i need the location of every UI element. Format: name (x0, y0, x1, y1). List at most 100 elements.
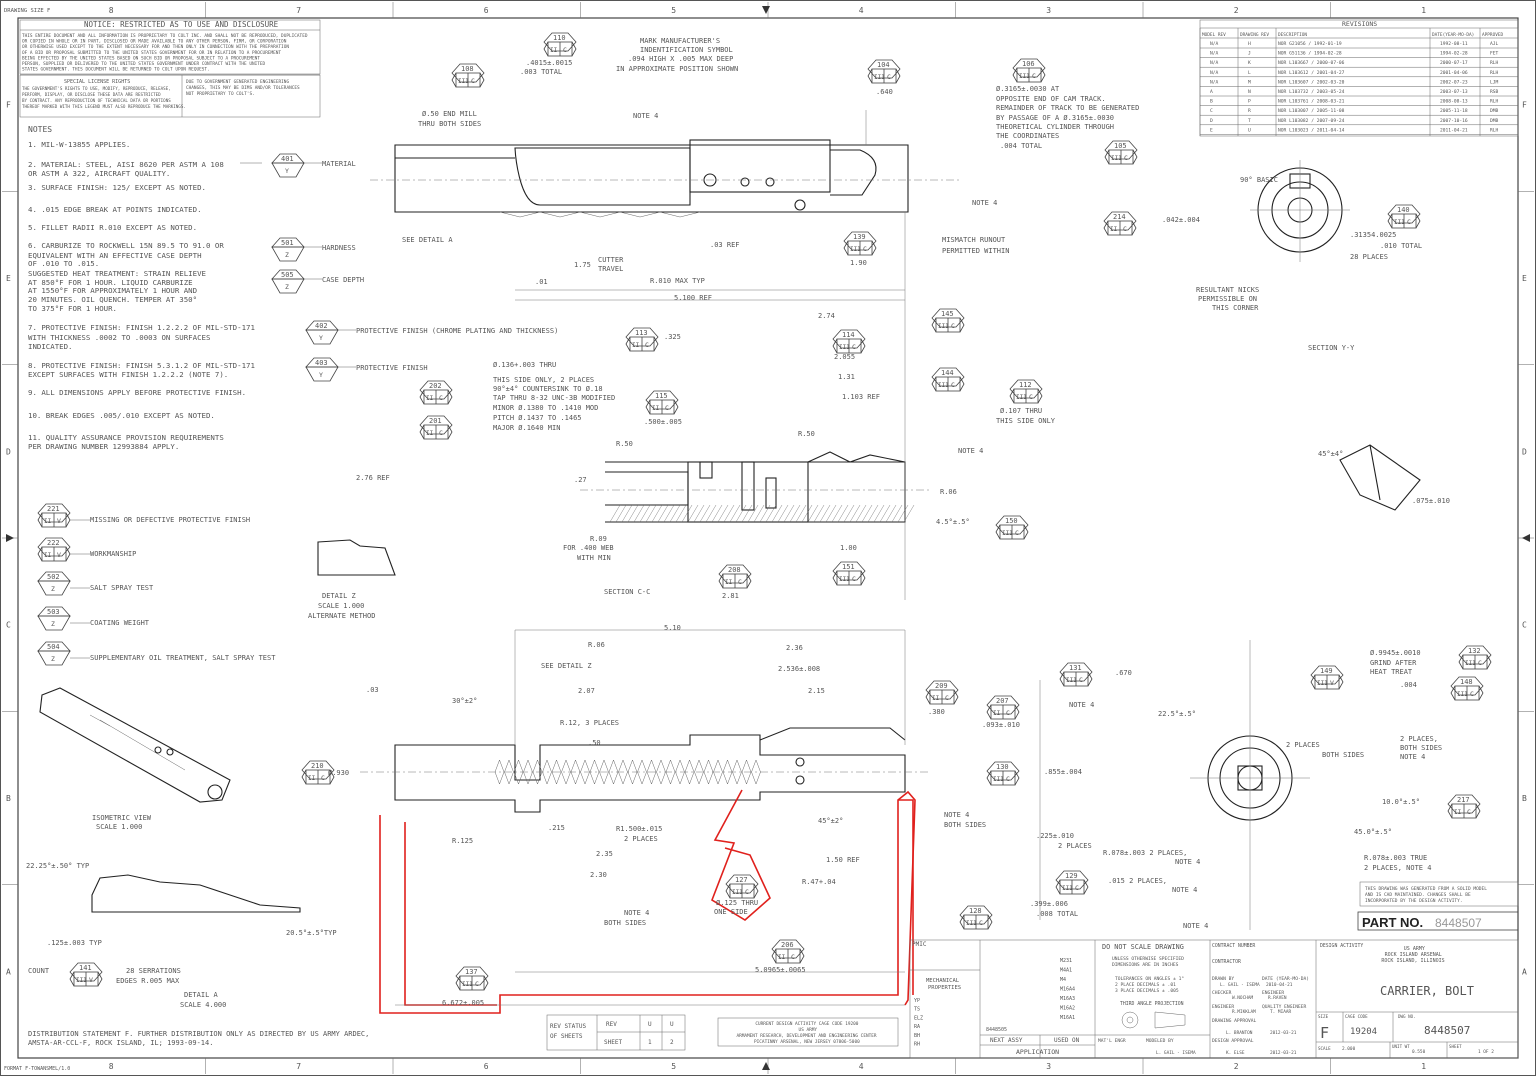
dimension-text: 2.81 (722, 592, 739, 600)
design-approval-name: K. ELSE (1226, 1050, 1245, 1056)
callout-text: SEE DETAIL A (402, 236, 453, 244)
revision-cell: NOR G51136 / 1994-02-28 (1278, 51, 1342, 57)
mech-row-label: TS (914, 1007, 920, 1013)
revision-cell: RSB (1490, 89, 1499, 95)
note-item: 4. .015 EDGE BREAK AT POINTS INDICATED. (28, 205, 202, 214)
key-detail (1339, 444, 1421, 511)
revision-cell: M (1248, 79, 1251, 85)
callout-text: THIS SIDE ONLY (996, 417, 1056, 425)
date-label: DATE (YEAR-MO-DA) (1262, 976, 1309, 982)
dimension-text: Ø.930 (328, 769, 349, 777)
marker-number: 113 (635, 329, 648, 337)
marker-class-b: V (89, 976, 93, 984)
callout-text: IN APPROXIMATE POSITION SHOWN (616, 65, 738, 73)
class-marker-label: MATERIAL (322, 160, 356, 168)
revision-cell: 2002-07-23 (1440, 79, 1468, 85)
callout-text: INDENTIFICATION SYMBOL (640, 46, 733, 54)
marker-number: 110 (553, 34, 566, 42)
sheet-value: 1 OF 2 (1478, 1049, 1494, 1055)
marker-class-b: C (1079, 676, 1083, 684)
used-on-model: M231 (1060, 958, 1072, 964)
marker-number: 137 (465, 968, 478, 976)
class-marker-label: PROTECTIVE FINISH (CHROME PLATING AND TH… (356, 327, 558, 335)
mech-row-label: RA (914, 1024, 920, 1030)
zone-col-label: 5 (671, 6, 676, 15)
revision-header: MODEL REV (1202, 32, 1226, 38)
callout-text: CUTTER (598, 256, 624, 264)
revision-cell: NOR L103667 / 2000-07-06 (1278, 60, 1345, 66)
marker-class-b: C (979, 919, 983, 927)
contract-number-label: CONTRACT NUMBER (1212, 943, 1255, 949)
license-line: THEREOF MARKED WITH THIS LEGEND MUST ALS… (22, 104, 186, 109)
callout-text: BOTH SIDES (604, 919, 646, 927)
marker-class-a: III (1465, 660, 1476, 667)
dimension-text: 5.0965±.0065 (755, 966, 806, 974)
revision-cell: A (1210, 89, 1213, 95)
dimension-text: 1.50 REF (826, 856, 860, 864)
note-item: 5. FILLET RADII R.010 EXCEPT AS NOTED. (28, 223, 197, 232)
note-item: OR ASTM A 322, AIRCRAFT QUALITY. (28, 169, 170, 178)
revision-cell: 2003-07-13 (1440, 89, 1468, 95)
marker-number: 217 (1457, 796, 1470, 804)
callout-text: RESULTANT NICKS (1196, 286, 1259, 294)
marker-number: 208 (728, 566, 741, 574)
note-item: SUGGESTED HEAT TREATMENT: STRAIN RELIEVE (28, 269, 206, 278)
revision-cell: DMB (1490, 108, 1499, 114)
marker-class-b: C (1032, 72, 1036, 80)
marker-class-b: C (951, 381, 955, 389)
dimension-text: 1.31 (838, 373, 855, 381)
zone-col-label: 8 (109, 6, 114, 15)
notice-line: OR COPIED IN WHOLE OR IN PART, DISCLOSED… (22, 39, 287, 45)
class-marker-label: PROTECTIVE FINISH (356, 364, 428, 372)
marker-class-a: III (938, 382, 949, 389)
marker-number: 221 (47, 505, 60, 513)
marker-class-b: C (738, 578, 742, 586)
note-item: 11. QUALITY ASSURANCE PROVISION REQUIREM… (28, 433, 224, 442)
note-item: 3. SURFACE FINISH: 125/ EXCEPT AS NOTED. (28, 183, 206, 192)
marker-class-b: C (645, 341, 649, 349)
revision-cell: NOR L103761 / 2008-03-21 (1278, 99, 1345, 105)
marker-class-b: C (1006, 775, 1010, 783)
marker-number: 503 (47, 608, 60, 616)
dimension-text: R.09 (590, 535, 607, 543)
drawn-name: L. GAIL - ISEMA (1220, 982, 1260, 988)
callout-text: Ø.9945±.0010 (1370, 649, 1421, 657)
marker-class-b: C (852, 575, 856, 583)
note-item: 7. PROTECTIVE FINISH: FINISH 1.2.2.2 OF … (28, 323, 255, 332)
callout-text: R.078±.003 TRUE (1364, 854, 1427, 862)
callout-text: SECTION C-C (604, 588, 650, 596)
callout-text: Ø.3165±.0030 AT (996, 85, 1060, 93)
inspection-label: SUPPLEMENTARY OIL TREATMENT, SALT SPRAY … (90, 654, 276, 662)
marker-class-a: II (1454, 809, 1462, 816)
callout-text: REMAINDER OF TRACK TO BE GENERATED (996, 104, 1139, 112)
callout-text: R.010 MAX TYP (650, 277, 705, 285)
marker-class-a: III (462, 981, 473, 988)
marker-class-a: III (732, 889, 743, 896)
marker-class-a: II (1110, 226, 1118, 233)
marker-class-a: III (874, 74, 885, 81)
zone-col-label: 7 (296, 6, 301, 15)
callout-text: NOTE 4 (633, 112, 658, 120)
revision-cell: C (1210, 108, 1213, 114)
zone-col-label: 4 (859, 1062, 864, 1071)
cage-code-label: CAGE CODE (1345, 1014, 1368, 1019)
drawing-size-label: DRAWING SIZE F (4, 8, 50, 14)
marker-number: 403 (315, 359, 328, 367)
callout-text: 90°±4° COUNTERSINK TO Ø.18 (493, 385, 603, 393)
marker-number: 145 (941, 310, 954, 318)
callout-text: BOTH SIDES (944, 821, 986, 829)
marker-number: 130 (996, 763, 1009, 771)
dimension-text: COUNT (28, 967, 50, 975)
marker-class-a: III (966, 920, 977, 927)
